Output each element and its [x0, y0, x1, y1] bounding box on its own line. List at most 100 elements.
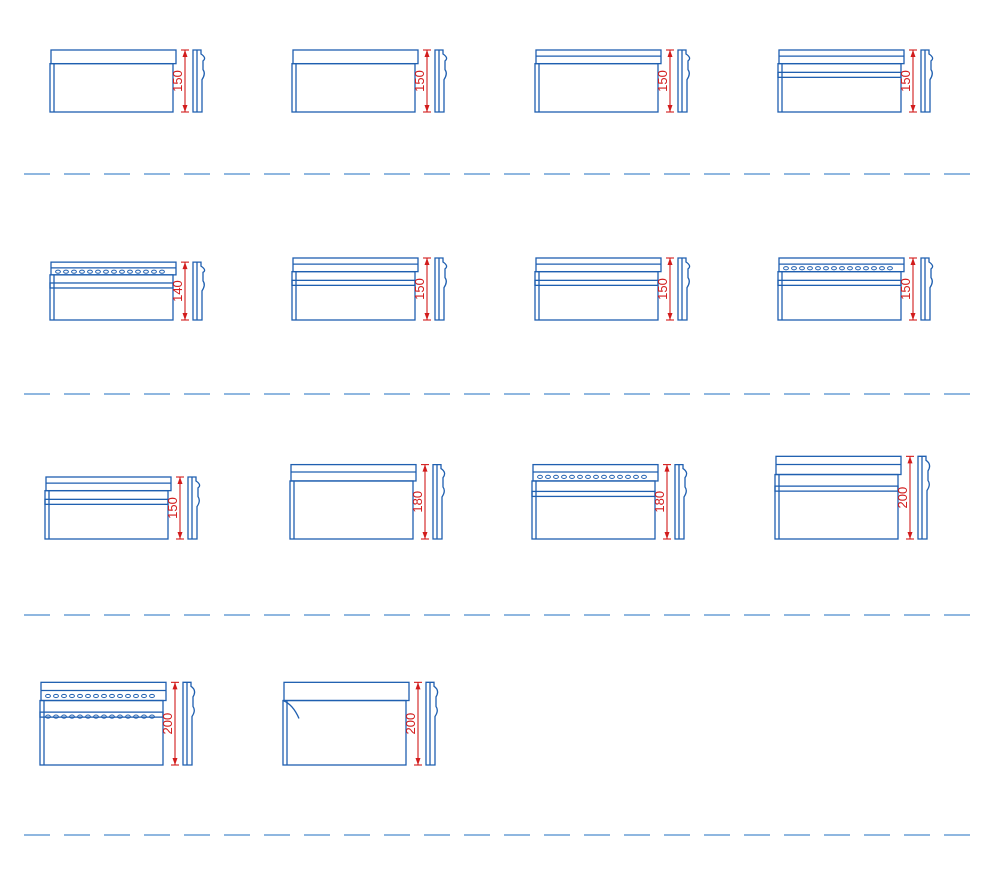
bead-ornament: [63, 269, 69, 274]
bead-ornament: [783, 266, 789, 271]
bead-ornament: [85, 714, 91, 719]
bead-ornament: [45, 693, 51, 699]
bead-ornament: [117, 693, 123, 699]
molding-cap: [292, 257, 419, 273]
bead-ornament: [79, 269, 85, 274]
dimension-arrow-bottom: [664, 532, 670, 539]
molding-band: [534, 279, 659, 286]
molding-cap: [778, 49, 905, 65]
bead-ornament: [887, 266, 893, 271]
bead-ornament: [77, 693, 83, 699]
bead-ornament: [159, 269, 165, 274]
molding-detail: 200: [774, 455, 931, 540]
molding-band: [49, 282, 174, 289]
bead-ornament: [69, 693, 75, 699]
molding-side-profile: [917, 455, 931, 540]
molding-body: [44, 489, 169, 540]
molding-detail: 150: [44, 476, 201, 540]
molding-side-profile: [187, 476, 201, 540]
dimension-arrow-top: [422, 464, 428, 472]
molding-side-profile: [182, 681, 196, 766]
bead-ornament: [799, 266, 805, 271]
molding-cove: [282, 699, 300, 719]
bead-ornament: [55, 269, 61, 274]
bead-ornament: [95, 269, 101, 274]
dimension-arrow-top: [177, 477, 183, 484]
molding-side-profile: [920, 257, 934, 321]
molding-detail: 150: [291, 257, 448, 321]
dimension-arrow-bottom: [182, 105, 188, 112]
dimension-label: 180: [410, 491, 425, 513]
bead-ornament: [61, 693, 67, 699]
molding-body: [289, 480, 414, 540]
dimension-label: 150: [170, 70, 185, 92]
dimension-label: 150: [412, 278, 427, 300]
bead-ornament: [103, 269, 109, 274]
molding-body: [534, 62, 659, 113]
dimension-label: 150: [898, 70, 913, 92]
molding-body: [534, 270, 659, 321]
dimension-arrow-top: [667, 258, 673, 265]
molding-side-profile: [434, 257, 448, 321]
bead-ornament: [831, 266, 837, 271]
dimension-arrow-bottom: [910, 105, 916, 112]
molding-side-profile: [677, 257, 691, 321]
bead-ornament: [593, 474, 599, 479]
molding-cap: [775, 455, 902, 476]
molding-band: [44, 498, 169, 505]
bead-ornament: [87, 269, 93, 274]
bead-ornament: [141, 693, 147, 699]
dimension-arrow-bottom: [424, 313, 430, 320]
bead-ornament: [569, 474, 575, 479]
bead-ornament: [807, 266, 813, 271]
bead-ornament: [93, 714, 99, 719]
bead-ornament: [791, 266, 797, 271]
bead-ornament: [71, 269, 77, 274]
molding-body: [291, 62, 416, 113]
molding-side-profile: [192, 261, 206, 321]
molding-detail: 200: [39, 681, 196, 766]
bead-ornament: [53, 714, 59, 719]
molding-cap: [535, 49, 662, 65]
molding-cap: [283, 681, 410, 702]
molding-cap: [290, 463, 417, 482]
bead-ornament: [879, 266, 885, 271]
molding-detail: 200: [282, 681, 439, 766]
molding-detail: 180: [289, 463, 446, 540]
bead-ornament: [77, 714, 83, 719]
bead-ornament: [609, 474, 615, 479]
bead-ornament: [69, 714, 75, 719]
molding-cap: [778, 257, 905, 273]
dimension-label: 150: [655, 278, 670, 300]
molding-side-profile: [677, 49, 691, 113]
molding-cap: [535, 257, 662, 273]
dimension-arrow-top: [415, 682, 421, 690]
molding-side-profile: [920, 49, 934, 113]
molding-side-profile: [674, 463, 688, 540]
bead-ornament: [125, 714, 131, 719]
molding-body: [282, 699, 407, 766]
bead-ornament: [823, 266, 829, 271]
bead-ornament: [601, 474, 607, 479]
bead-ornament: [109, 693, 115, 699]
bead-ornament: [117, 714, 123, 719]
molding-body: [49, 62, 174, 113]
molding-side-profile: [434, 49, 448, 113]
molding-band: [531, 490, 656, 498]
molding-band: [774, 485, 899, 492]
dimension-label: 150: [898, 278, 913, 300]
dimension-label: 200: [895, 487, 910, 509]
dimension-label: 150: [655, 70, 670, 92]
bead-ornament: [85, 693, 91, 699]
dimension-arrow-top: [172, 682, 178, 690]
dimension-arrow-top: [664, 464, 670, 472]
dimension-arrow-bottom: [667, 313, 673, 320]
dimension-arrow-top: [182, 262, 188, 270]
bead-ornament: [839, 266, 845, 271]
bead-ornament: [537, 474, 543, 479]
molding-cap: [45, 476, 172, 492]
bead-ornament: [133, 693, 139, 699]
bead-ornament: [45, 714, 51, 719]
molding-side-profile: [432, 463, 446, 540]
